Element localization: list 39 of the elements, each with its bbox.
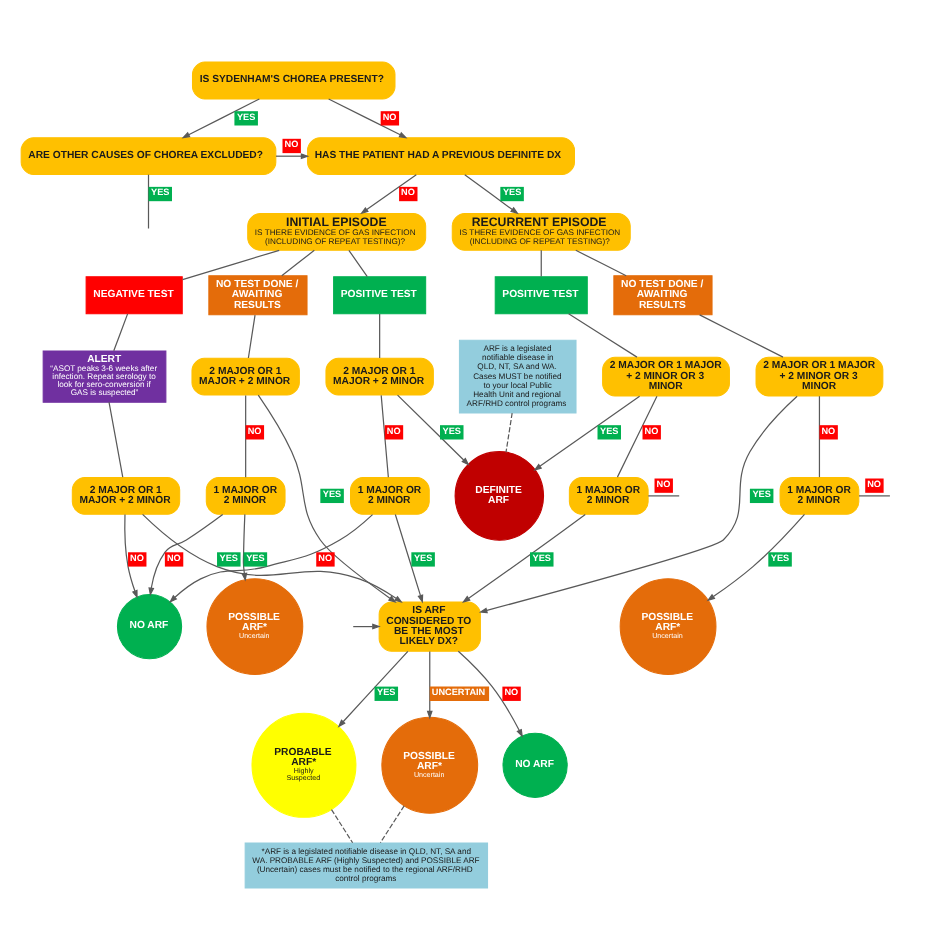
connector — [818, 394, 821, 477]
arrow — [394, 512, 424, 603]
arrow — [169, 513, 374, 602]
connector — [245, 393, 247, 477]
arrow — [461, 512, 586, 603]
connector — [380, 393, 389, 477]
connector — [108, 400, 124, 477]
arrow — [124, 512, 138, 598]
connector — [575, 248, 627, 276]
arrow — [426, 649, 433, 719]
arrow — [464, 173, 519, 214]
connector — [568, 312, 638, 357]
arrow — [328, 97, 408, 138]
connector — [379, 804, 405, 843]
arrow — [706, 512, 806, 601]
connector — [647, 494, 680, 496]
connector — [348, 248, 368, 277]
arrow — [241, 512, 248, 581]
connector — [113, 312, 129, 351]
connector — [858, 494, 891, 496]
arrow — [257, 393, 397, 602]
connector — [540, 248, 542, 277]
connector — [281, 248, 315, 276]
connector — [379, 312, 381, 358]
arrow — [352, 622, 381, 629]
arrow — [478, 394, 798, 613]
arrow — [396, 393, 470, 465]
connector — [181, 248, 280, 280]
arrow — [275, 152, 310, 159]
arrow — [337, 649, 409, 727]
connector — [247, 313, 256, 358]
arrow — [141, 512, 403, 603]
arrow — [533, 394, 641, 470]
arrow — [148, 512, 224, 596]
connector — [699, 313, 784, 357]
connector — [616, 394, 658, 477]
connector — [147, 173, 150, 229]
connector — [505, 411, 513, 452]
connector — [330, 808, 354, 843]
